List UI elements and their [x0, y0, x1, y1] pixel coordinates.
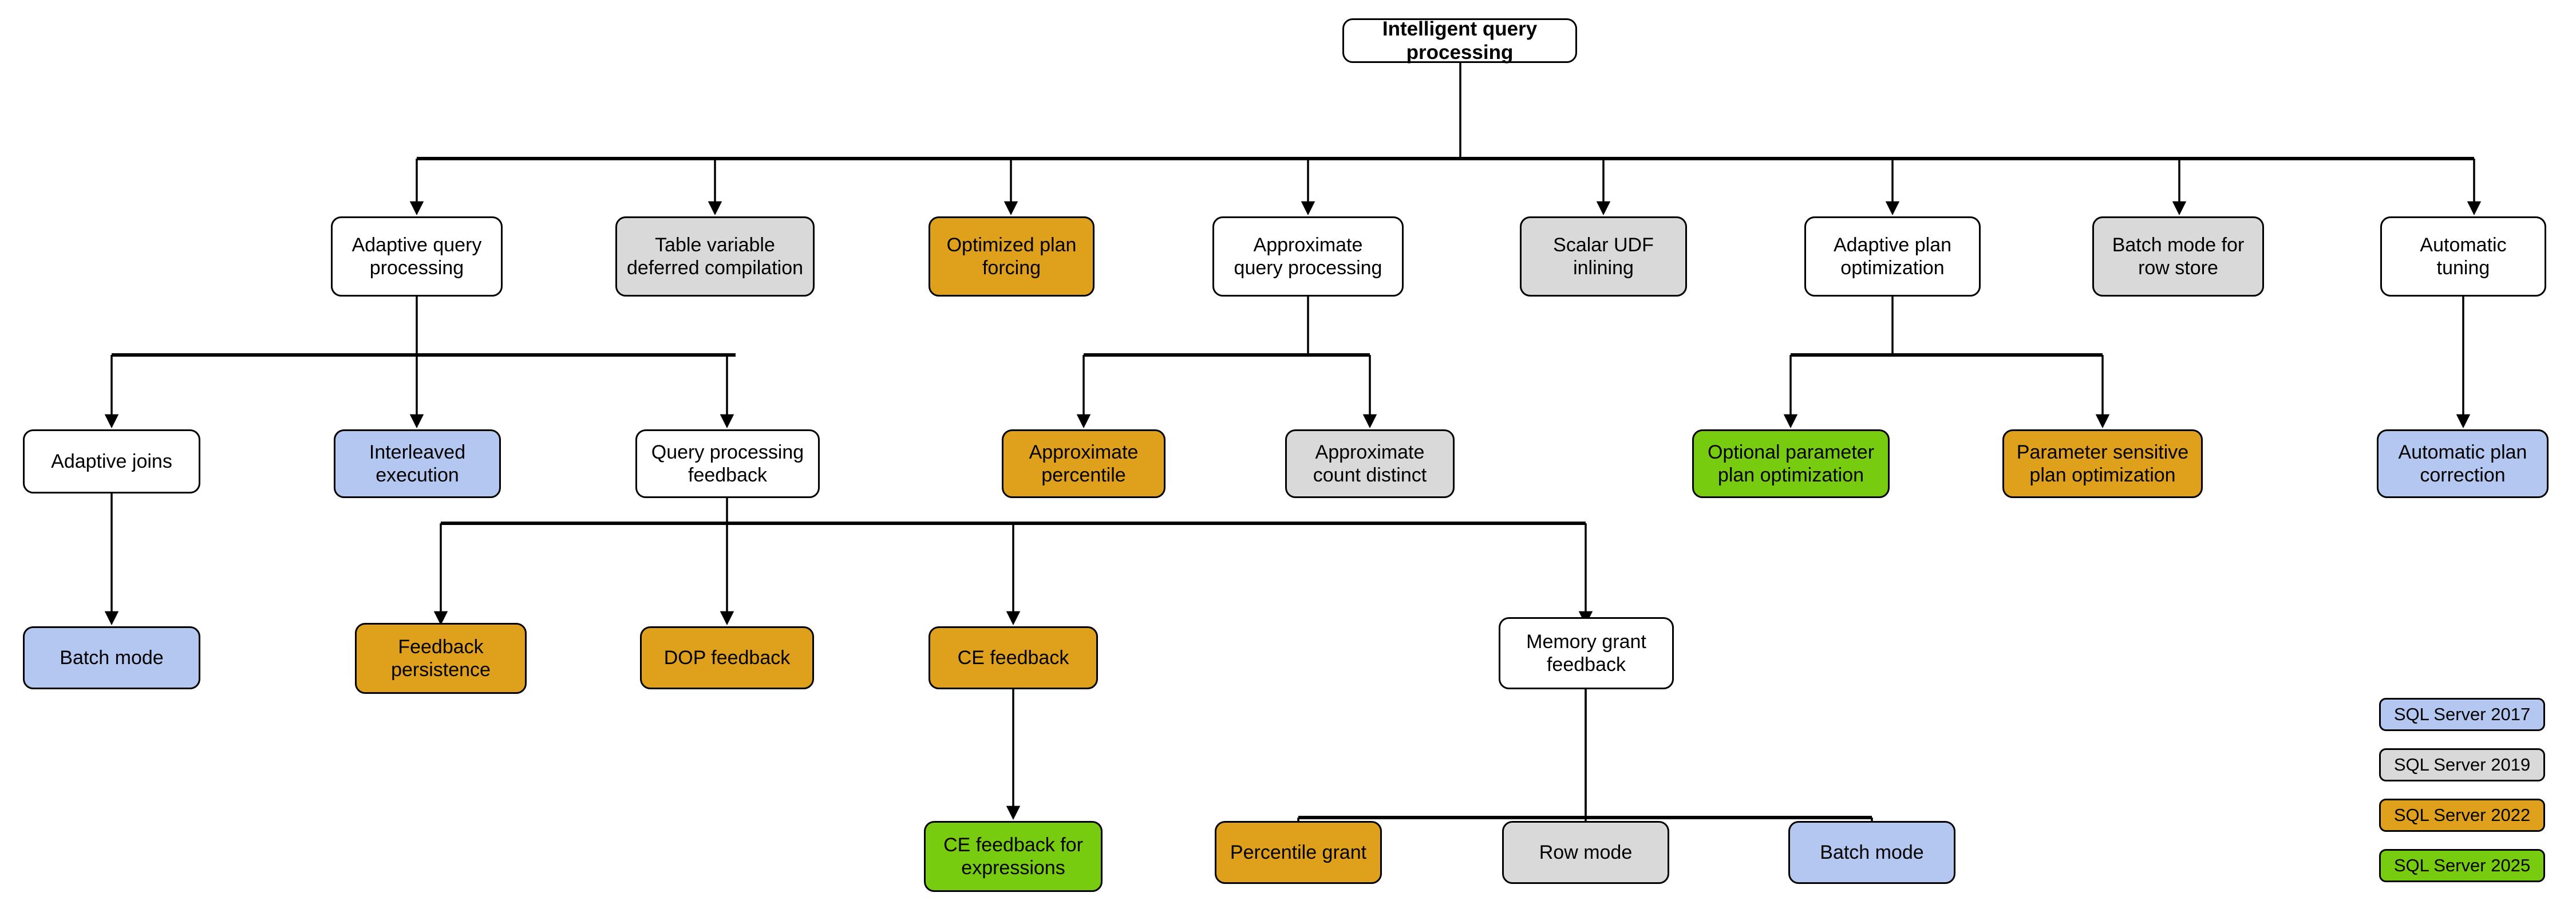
node-label: Automatic plan correction	[2398, 441, 2527, 486]
node-adaptive-query-processing[interactable]: Adaptive query processing	[331, 216, 503, 297]
legend-item-label: SQL Server 2019	[2393, 755, 2531, 775]
legend-item-label: SQL Server 2022	[2393, 805, 2531, 825]
node-batch-mode-for-row-store[interactable]: Batch mode for row store	[2092, 216, 2264, 297]
node-label: DOP feedback	[663, 646, 791, 669]
node-ce-feedback[interactable]: CE feedback	[929, 626, 1098, 689]
node-automatic-tuning[interactable]: Automatic tuning	[2380, 216, 2546, 297]
node-batch-mode-adaptive-joins[interactable]: Batch mode	[23, 626, 200, 689]
node-approximate-percentile[interactable]: Approximate percentile	[1002, 429, 1165, 498]
node-label: Adaptive joins	[51, 450, 172, 472]
legend-item-sql-server-2017: SQL Server 2017	[2379, 698, 2545, 731]
node-label: Batch mode for row store	[2112, 234, 2245, 279]
node-query-processing-feedback[interactable]: Query processing feedback	[635, 429, 820, 498]
node-label: Approximate count distinct	[1313, 441, 1427, 486]
node-label: Approximate percentile	[1029, 441, 1139, 486]
legend-item-label: SQL Server 2017	[2393, 704, 2531, 724]
node-label: Parameter sensitive plan optimization	[2016, 441, 2189, 486]
node-label: Batch mode	[60, 646, 164, 669]
node-dop-feedback[interactable]: DOP feedback	[640, 626, 814, 689]
node-optional-parameter-plan-optimization[interactable]: Optional parameter plan optimization	[1692, 429, 1890, 498]
node-adaptive-joins[interactable]: Adaptive joins	[23, 429, 200, 493]
node-approximate-query-processing[interactable]: Approximate query processing	[1212, 216, 1404, 297]
legend-item-sql-server-2019: SQL Server 2019	[2379, 748, 2545, 781]
node-parameter-sensitive-plan-optimization[interactable]: Parameter sensitive plan optimization	[2002, 429, 2203, 498]
node-label: Batch mode	[1820, 841, 1924, 863]
node-label: Scalar UDF inlining	[1553, 234, 1654, 279]
node-adaptive-plan-optimization[interactable]: Adaptive plan optimization	[1804, 216, 1981, 297]
node-scalar-udf-inlining[interactable]: Scalar UDF inlining	[1520, 216, 1687, 297]
node-label: Optional parameter plan optimization	[1707, 441, 1875, 486]
node-label: Memory grant feedback	[1526, 630, 1646, 676]
legend-item-sql-server-2022: SQL Server 2022	[2379, 799, 2545, 832]
node-label: Automatic tuning	[2420, 234, 2507, 279]
node-feedback-persistence[interactable]: Feedback persistence	[355, 623, 527, 694]
node-label: Adaptive plan optimization	[1833, 234, 1952, 279]
node-label: Query processing feedback	[651, 441, 804, 486]
node-label: Interleaved execution	[369, 441, 466, 486]
node-intelligent-query-processing[interactable]: Intelligent query processing	[1342, 17, 1577, 64]
node-row-mode[interactable]: Row mode	[1502, 821, 1669, 884]
node-label: Approximate query processing	[1234, 234, 1382, 279]
node-label: Percentile grant	[1230, 841, 1367, 863]
node-interleaved-execution[interactable]: Interleaved execution	[334, 429, 501, 498]
node-label: Adaptive query processing	[351, 234, 482, 279]
legend-item-label: SQL Server 2025	[2393, 855, 2531, 875]
node-optimized-plan-forcing[interactable]: Optimized plan forcing	[929, 216, 1095, 297]
node-table-variable-deferred-compilation[interactable]: Table variable deferred compilation	[615, 216, 815, 297]
node-label: Optimized plan forcing	[946, 234, 1077, 279]
node-automatic-plan-correction[interactable]: Automatic plan correction	[2377, 429, 2549, 498]
node-label: CE feedback for expressions	[943, 834, 1083, 879]
node-ce-feedback-for-expressions[interactable]: CE feedback for expressions	[924, 821, 1103, 892]
node-label: Table variable deferred compilation	[626, 234, 804, 279]
legend-item-sql-server-2025: SQL Server 2025	[2379, 849, 2545, 882]
node-label: CE feedback	[957, 646, 1069, 669]
node-approximate-count-distinct[interactable]: Approximate count distinct	[1285, 429, 1455, 498]
node-label: Intelligent query processing	[1382, 17, 1538, 64]
node-label: Feedback persistence	[391, 635, 491, 681]
node-label: Row mode	[1539, 841, 1633, 863]
